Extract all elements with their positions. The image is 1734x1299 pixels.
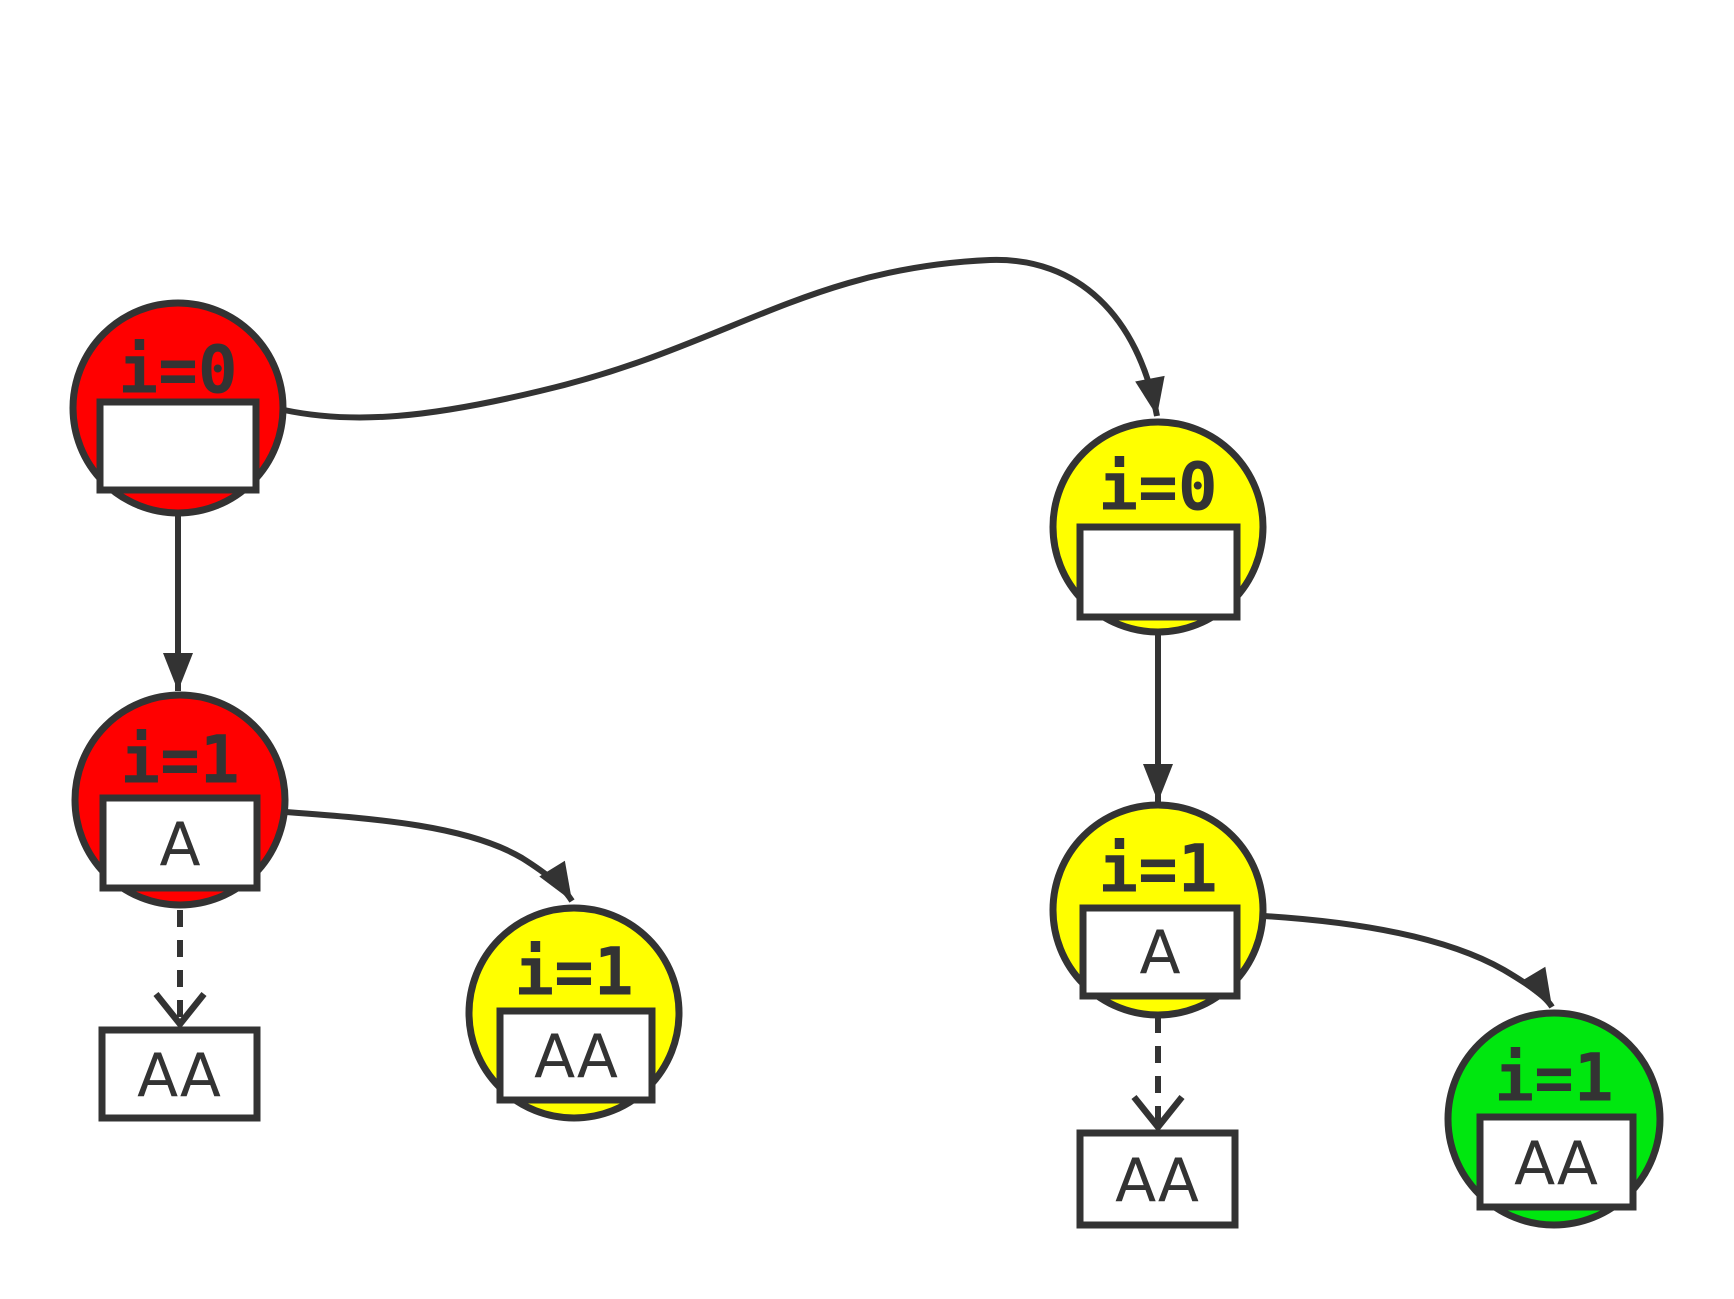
leaf-box-text: AA bbox=[137, 1041, 221, 1111]
node-box bbox=[96, 398, 260, 494]
leaf-box-rect bbox=[98, 1026, 261, 1122]
node-yellow-right-i1: i=1 A bbox=[1049, 801, 1267, 1019]
leaf-box-right-aa: AA bbox=[1076, 1129, 1239, 1229]
node-label: i=1 bbox=[1494, 1040, 1613, 1117]
leaf-box-left-aa: AA bbox=[98, 1026, 261, 1122]
node-box bbox=[1076, 523, 1241, 621]
node-label: i=1 bbox=[514, 934, 633, 1011]
node-box bbox=[1476, 1113, 1637, 1211]
edge-red-i0-to-yellow-i0 bbox=[283, 256, 1165, 421]
node-red-i0: i=0 bbox=[69, 299, 287, 517]
node-label: i=0 bbox=[1098, 449, 1217, 526]
node-yellow-right-i0: i=0 bbox=[1049, 418, 1267, 636]
node-box bbox=[99, 794, 261, 892]
node-label: i=0 bbox=[118, 332, 237, 409]
node-box bbox=[496, 1007, 656, 1104]
edge-yellow-i1-to-green-i1 bbox=[1263, 913, 1555, 1009]
node-box-text: A bbox=[159, 810, 200, 880]
node-box-text: AA bbox=[1514, 1129, 1598, 1199]
edge-red-i1-to-yellow-left-i1 bbox=[285, 809, 575, 903]
node-green-i1: i=1 AA bbox=[1444, 1009, 1664, 1229]
node-box bbox=[1079, 904, 1241, 1000]
node-label: i=1 bbox=[120, 722, 239, 799]
node-label: i=1 bbox=[1098, 831, 1217, 908]
leaf-box-rect bbox=[1076, 1129, 1239, 1229]
node-box-text: A bbox=[1139, 918, 1180, 988]
node-red-i1: i=1 A bbox=[71, 691, 289, 909]
node-yellow-left-i1: i=1 AA bbox=[465, 904, 683, 1122]
leaf-box-text: AA bbox=[1115, 1146, 1199, 1216]
node-box-text: AA bbox=[534, 1022, 618, 1092]
